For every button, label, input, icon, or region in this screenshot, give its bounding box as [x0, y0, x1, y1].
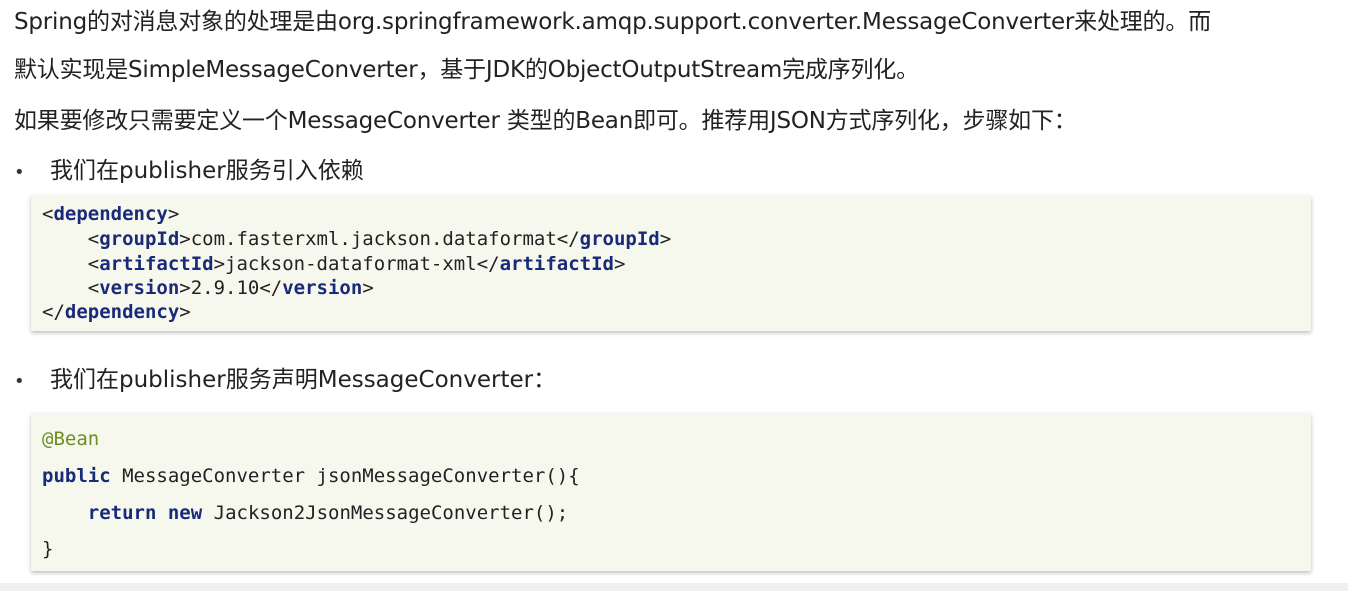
- code-line: <artifactId>jackson-dataformat-xml</arti…: [42, 253, 626, 275]
- bottom-divider: [0, 583, 1348, 591]
- code-line-annotation: @Bean: [42, 428, 100, 450]
- code-block-bean: @Bean public MessageConverter jsonMessag…: [31, 413, 1311, 571]
- code-line: return new Jackson2JsonMessageConverter(…: [87, 502, 569, 524]
- code-block-dependency: <dependency> <groupId>com.fasterxml.jack…: [31, 195, 1311, 331]
- bullet-dot-icon: •: [14, 371, 25, 392]
- paragraph-default-implementation: 默认实现是SimpleMessageConverter，基于JDK的Object…: [14, 57, 919, 83]
- bullet-text: 我们在publisher服务引入依赖: [50, 158, 364, 184]
- bullet-text: 我们在publisher服务声明MessageConverter：: [50, 367, 557, 393]
- code-line: <groupId>com.fasterxml.jackson.dataforma…: [42, 228, 672, 250]
- code-line: <version>2.9.10</version>: [42, 277, 374, 299]
- code-line: public MessageConverter jsonMessageConve…: [42, 465, 580, 487]
- bullet-add-dependency: • 我们在publisher服务引入依赖: [14, 153, 364, 191]
- code-line: }: [42, 538, 54, 560]
- code-line: </dependency>: [42, 301, 191, 323]
- bullet-dot-icon: •: [14, 162, 25, 183]
- paragraph-message-converter-intro: Spring的对消息对象的处理是由org.springframework.amq…: [14, 9, 1211, 35]
- code-line: <dependency>: [42, 203, 180, 225]
- bullet-declare-converter: • 我们在publisher服务声明MessageConverter：: [14, 362, 556, 400]
- paragraph-json-recommendation: 如果要修改只需要定义一个MessageConverter 类型的Bean即可。推…: [14, 108, 1077, 134]
